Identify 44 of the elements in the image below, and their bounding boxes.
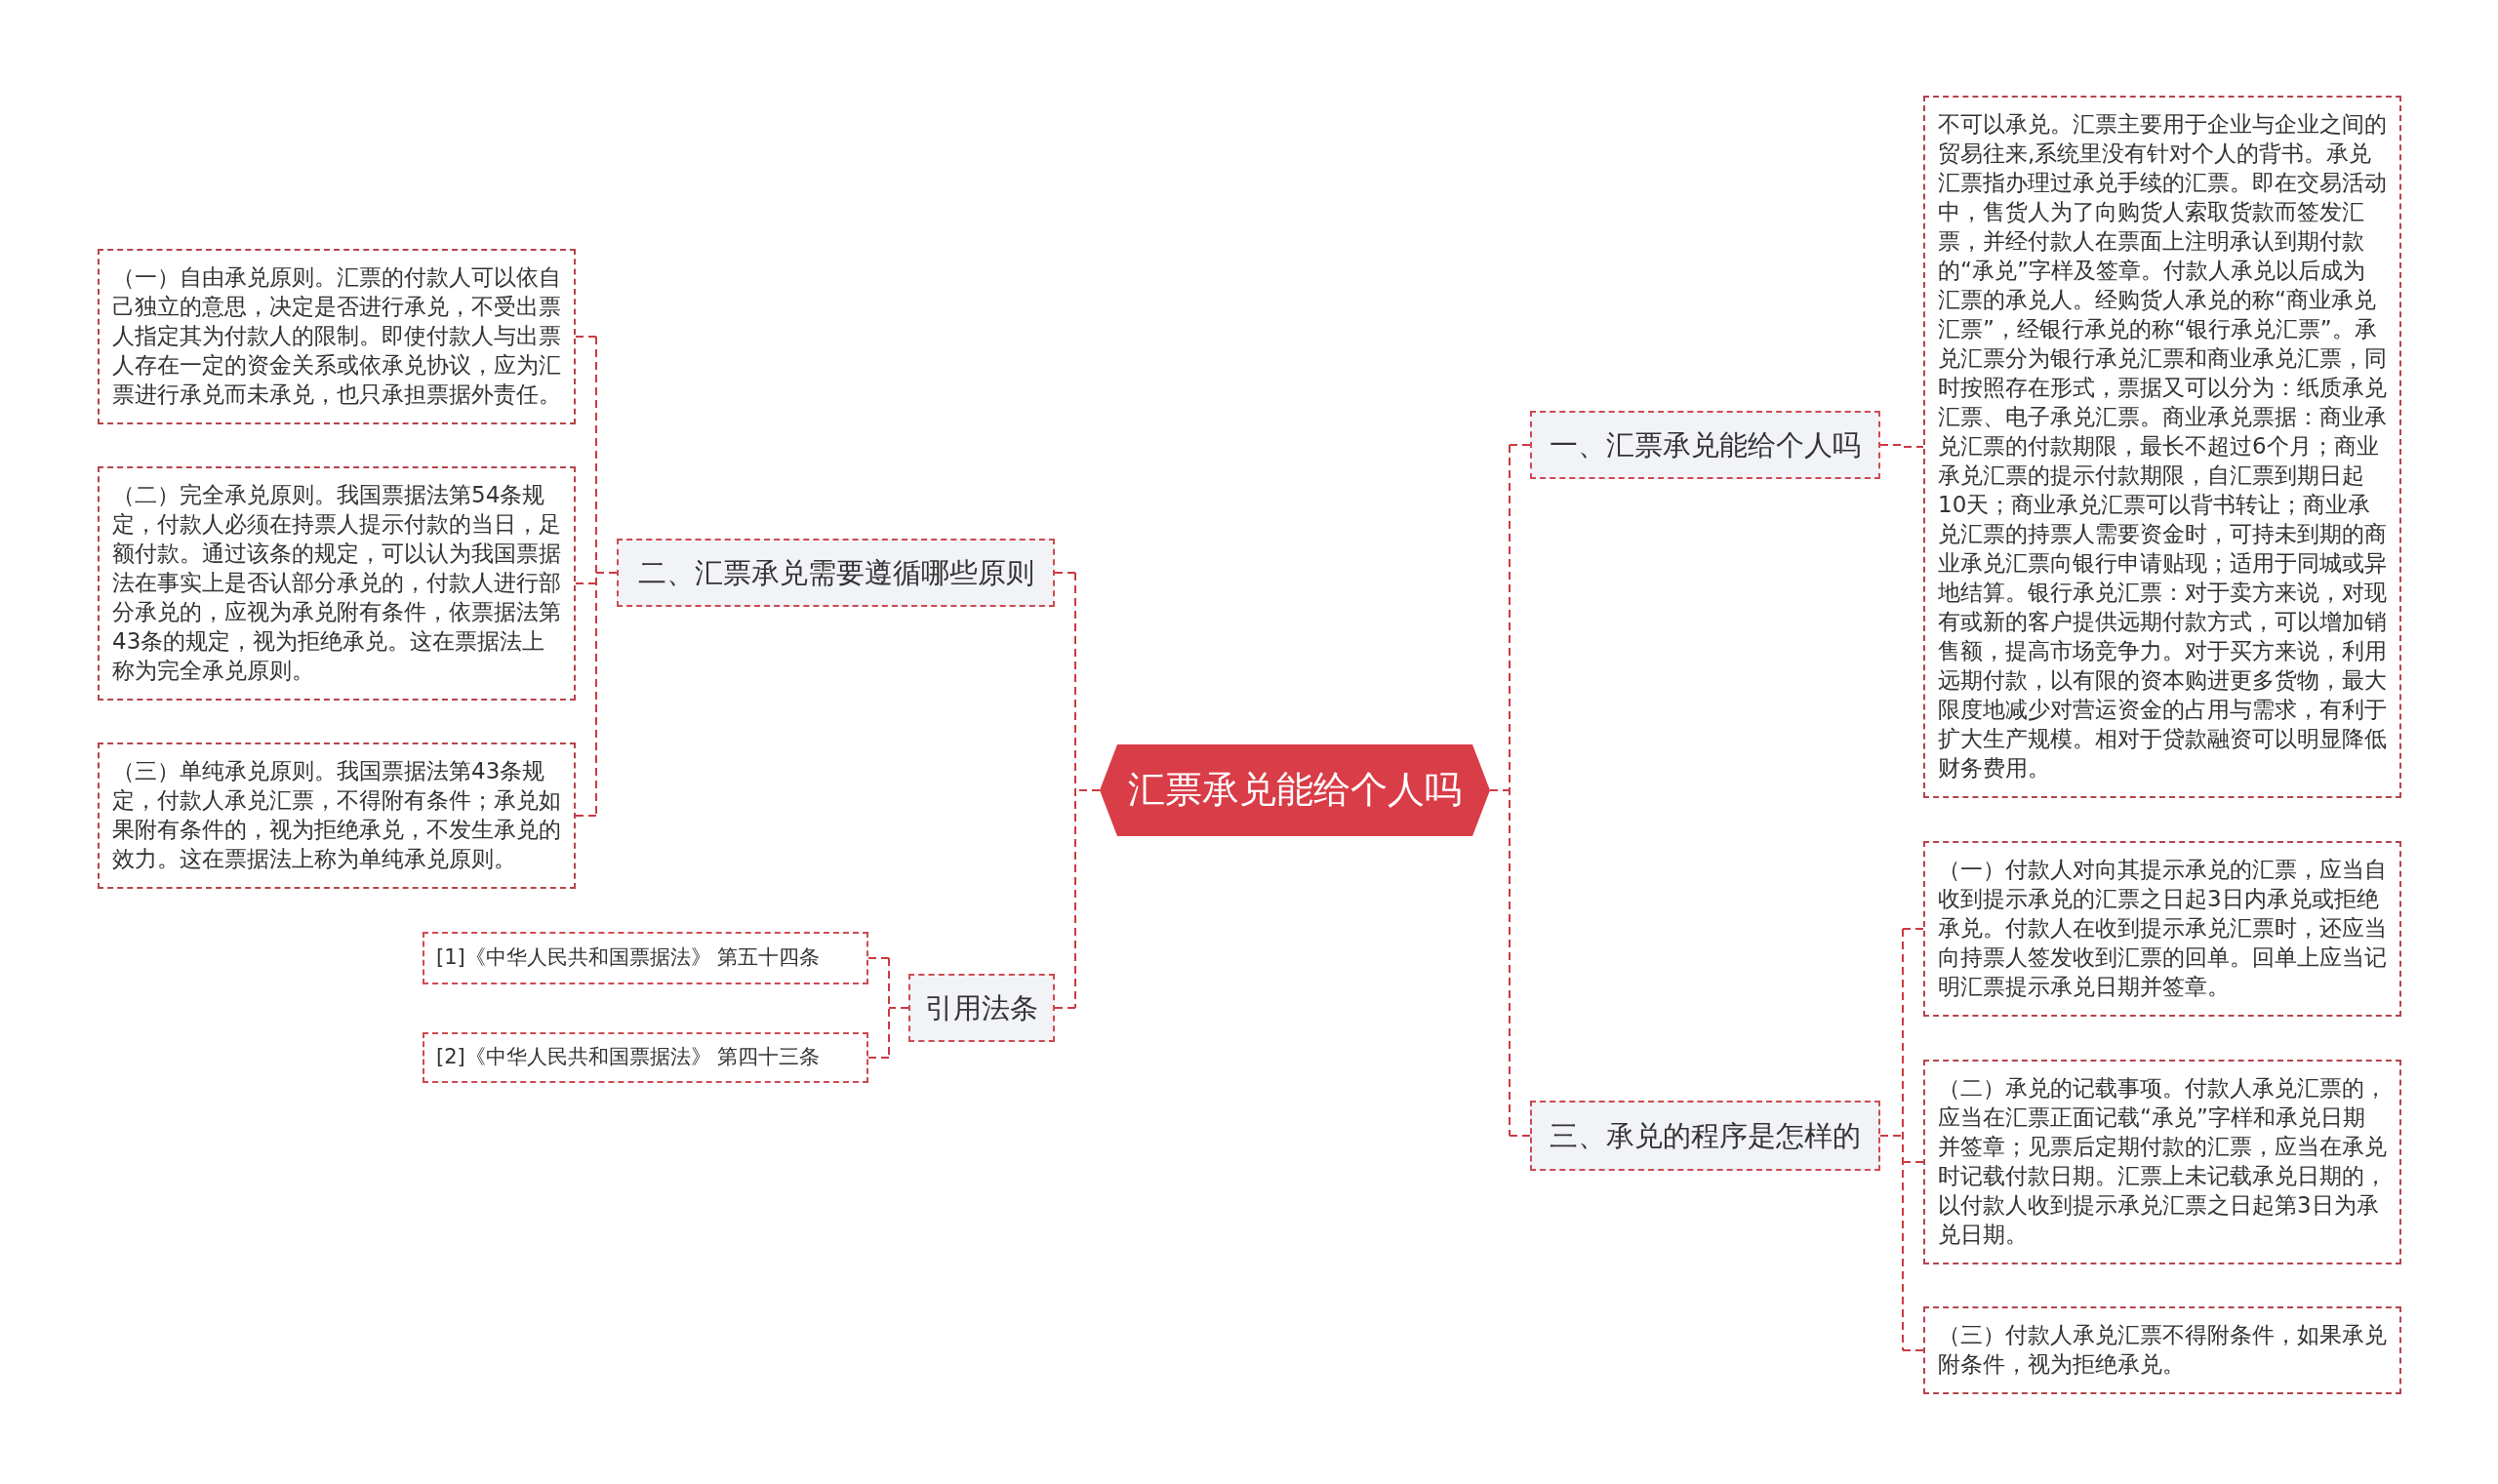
note-text: （三）付款人承兑汇票不得附条件，如果承兑附条件，视为拒绝承兑。 [1938,1321,2387,1379]
connector-line [1879,444,1924,448]
connector-line [1054,1007,1076,1009]
connector-trunk-line [1879,928,1904,1351]
connector-line [867,957,890,959]
citation-text: [1]《中华人民共和国票据法》 第五十四条 [436,945,821,971]
central-topic-hexagon [1100,744,1490,836]
connector-line [575,336,597,338]
branch-topic-box [908,974,1055,1042]
connector-trunk-line [1489,444,1511,1137]
citation-text: [2]《中华人民共和国票据法》 第四十三条 [436,1045,821,1070]
branch-title: 二、汇票承兑需要遵循哪些原则 [637,555,1034,590]
note-text: （一）自由承兑原则。汇票的付款人可以依自己独立的意思，决定是否进行承兑，不受出票人指定其为付款人的限制。即使付款人与出票人存在一定的资金关系或依承兑协议，应为汇票进行承兑而未承兑，也只承担票据外责任。 [112,263,561,409]
branch-title: 三、承兑的程序是怎样的 [1550,1118,1861,1153]
note-box [98,466,576,701]
connector-line [1902,928,1924,930]
note-box [98,249,576,424]
citation-box [423,1032,868,1083]
connector-line [1902,1349,1924,1351]
note-box [98,742,576,889]
connector-line [575,815,597,817]
note-box [1923,841,2401,1017]
note-box [1923,1306,2401,1394]
connector-trunk-line [595,336,618,817]
topic-title: 汇票承兑能给个人吗 [1128,768,1462,813]
branch-topic-box [617,539,1055,607]
note-text: （二）承兑的记载事项。付款人承兑汇票的，应当在汇票正面记载“承兑”字样和承兑日期并签章；见票后定期付款的汇票，应当在承兑时记载付款日期。汇票上未记载承兑日期的，以付款人收到提示承兑汇票之日起第3日为承兑日期。 [1938,1074,2387,1249]
branch-topic-box [1530,411,1880,479]
branch-topic-box [1530,1101,1880,1171]
note-box [1923,1060,2401,1264]
note-text: （一）付款人对向其提示承兑的汇票，应当自收到提示承兑的汇票之日起3日内承兑或拒绝承兑。付款人在收到提示承兑汇票时，还应当向持票人签发收到汇票的回单。回单上应当记明汇票提示承兑日期并签章。 [1938,856,2387,1001]
connector-line [867,1057,890,1059]
branch-title: 一、汇票承兑能给个人吗 [1550,427,1861,462]
citation-box [423,932,868,984]
connector-line [575,582,597,584]
branch-title: 引用法条 [925,990,1038,1025]
note-text: （三）单纯承兑原则。我国票据法第43条规定，付款人承兑汇票，不得附有条件；承兑如果附有条件的，视为拒绝承兑，不发生承兑的效力。这在票据法上称为单纯承兑原则。 [112,757,561,873]
connector-line [1054,572,1076,574]
connector-line [1509,1135,1531,1137]
connector-trunk-line [1074,572,1101,1009]
connector-line [1509,444,1531,446]
note-text: （二）完全承兑原则。我国票据法第54条规定，付款人必须在持票人提示付款的当日，足额付款。通过该条的规定，可以认为我国票据法在事实上是否认部分承兑的，付款人进行部分承兑的，应视为承兑附有条件，依票据法第43条的规定，视为拒绝承兑。这在票据法上称为完全承兑原则。 [112,481,561,685]
connector-line [1902,1161,1924,1163]
note-text: 不可以承兑。汇票主要用于企业与企业之间的贸易往来,系统里没有针对个人的背书。承兑汇票指办理过承兑手续的汇票。即在交易活动中，售货人为了向购货人索取货款而签发汇票，并经付款人在票面上注明承认到期付款的“承兑”字样及签章。付款人承兑以后成为汇票的承兑人。经购货人承兑的称“商业承兑汇票”，经银行承兑的称“银行承兑汇票”。承兑汇票分为银行承兑汇票和商业承兑汇票，同时按照存在形式，票据又可以分为：纸质承兑汇票、电子承兑汇票。商业承兑票据：商业承兑汇票的付款期限，最长不超过6个月；商业承兑汇票的提示付款期限，自汇票到期日起10天；商业承兑汇票可以背书转让；商业承兑汇票的持票人需要资金时，可持未到期的商业承兑汇票向银行申请贴现；适用于同城或异地结算。银行承兑汇票：对于卖方来说，对现有或新的客户提供远期付款方式，可以增加销售额，提高市场竞争力。对于买方来说，利用远期付款，以有限的资本购进更多货物，最大限度地减少对营运资金的占用与需求，有利于扩大生产规模。相对于贷款融资可以明显降低财务费用。 [1938,110,2387,782]
